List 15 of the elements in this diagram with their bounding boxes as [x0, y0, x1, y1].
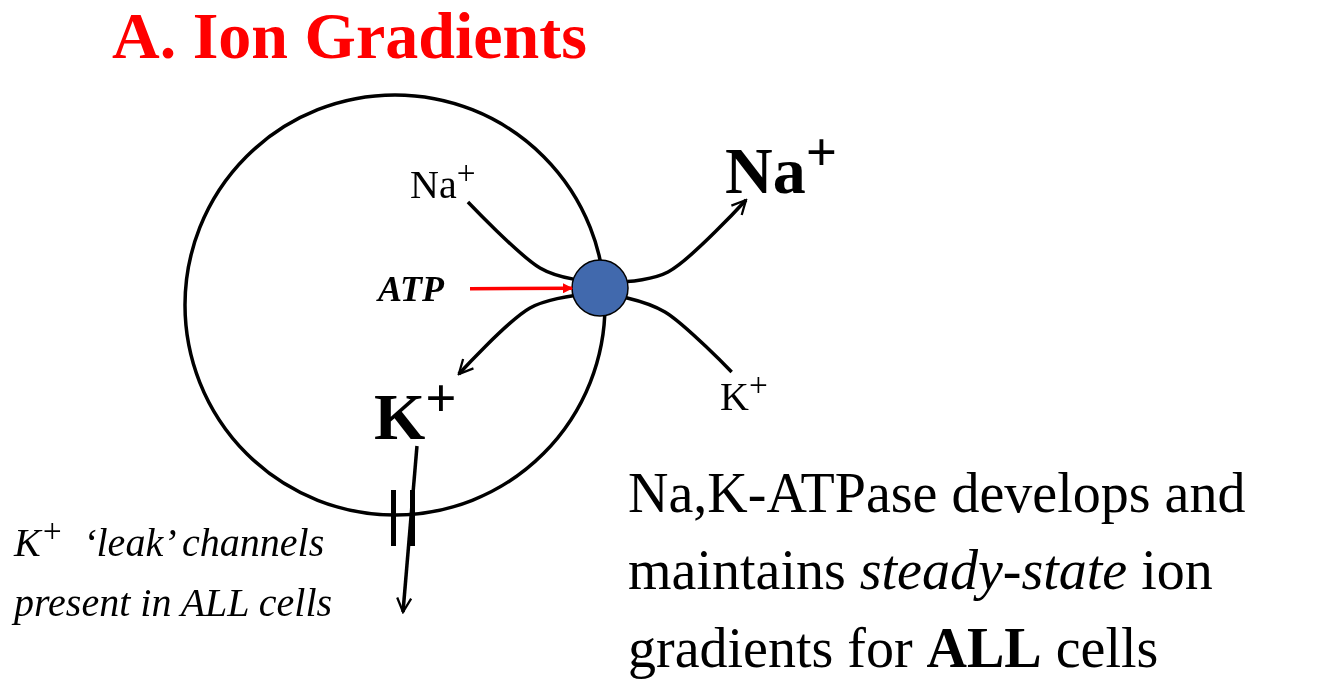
description-text: Na,K-ATPase develops and maintains steady-state ion gradients for ALL cells: [628, 461, 1247, 681]
cell-membrane-circle: [185, 95, 605, 515]
energy-label: ATP: [378, 270, 470, 308]
ion-flow-arrow: [627, 198, 748, 284]
ion-flow-line: [466, 200, 574, 281]
ion-label: Na$^{+}$: [725, 128, 845, 200]
ion-label: K$^{+}$: [720, 372, 790, 414]
ion-flow-arrow: [457, 293, 574, 376]
sodium-potassium-pump-circle: [572, 260, 628, 316]
leak-arrow: [396, 445, 419, 614]
ion-label: Na$^{+}$: [410, 160, 480, 202]
ion-label: K$^{+}$: [374, 374, 466, 446]
ion-flow-line: [625, 296, 733, 374]
title: A. Ion Gradients: [112, 0, 587, 73]
atp-arrow: [470, 282, 574, 294]
